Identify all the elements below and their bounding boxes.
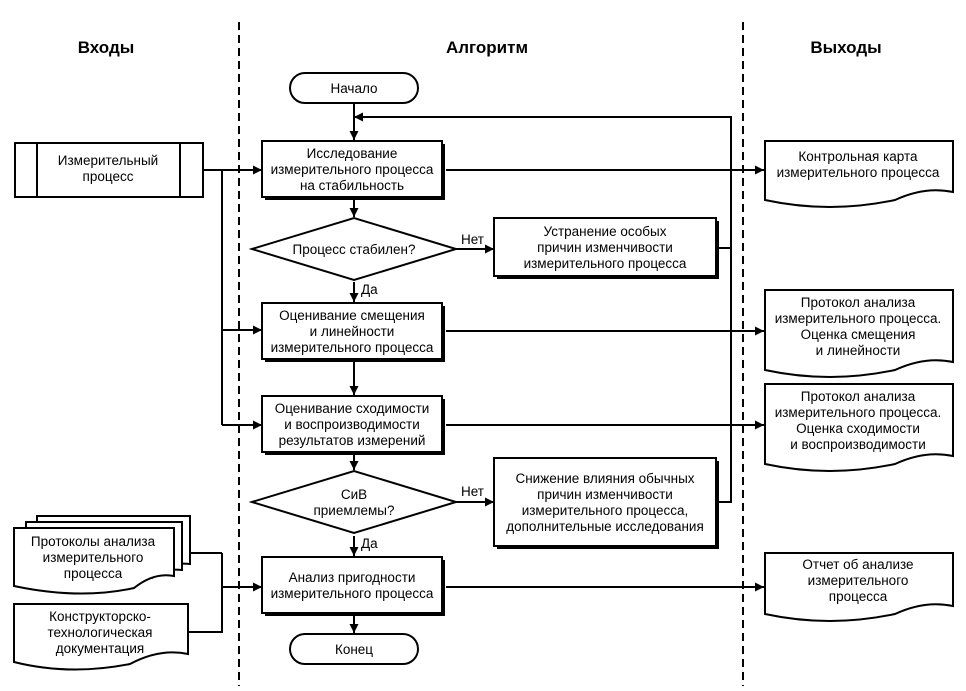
label-line: причин изменчивости	[537, 240, 673, 255]
label-line: Протокол анализа	[801, 295, 916, 310]
decision1-no-label: Нет	[461, 232, 484, 247]
label-line: измерительного процесса	[777, 165, 940, 180]
start-label: Начало	[330, 81, 377, 96]
column-header-outputs: Выходы	[810, 38, 881, 57]
label-line: документация	[56, 641, 144, 656]
label-line: Устранение особых	[544, 224, 667, 239]
arrow-feedback-loop	[354, 112, 732, 503]
column-header-algorithm: Алгоритм	[446, 38, 528, 57]
label-line: Оценка смещения	[801, 327, 916, 342]
decision-process-stable-label: Процесс стабилен?	[293, 242, 416, 257]
decision1-yes-label: Да	[361, 282, 378, 297]
label-line: измерительного	[43, 550, 144, 565]
line-docs-out	[188, 553, 223, 633]
label-line: Анализ пригодности	[289, 570, 416, 585]
label-line: и воспроизводимости	[284, 417, 420, 432]
label-line: Оценивание сходимости	[275, 401, 430, 416]
decision2-no-label: Нет	[461, 484, 484, 499]
label-line: измерительного процесса	[271, 162, 434, 177]
connectors	[186, 104, 764, 633]
decision2-yes-label: Да	[361, 536, 378, 551]
label-line: измерительного процесса.	[775, 311, 942, 326]
label-line: Контрольная карта	[798, 149, 918, 164]
column-header-inputs: Входы	[78, 38, 135, 57]
label-line: результатов измерений	[279, 433, 426, 448]
label-line: измерительного процесса	[524, 256, 687, 271]
label-line: измерительного процесса	[271, 586, 434, 601]
label-line: Процесс стабилен?	[293, 242, 416, 257]
end-label: Конец	[335, 642, 373, 657]
end-terminator: Конец	[289, 633, 419, 665]
start-terminator: Начало	[289, 72, 419, 104]
label-line: процесс	[83, 169, 134, 184]
label-line: Измерительный	[58, 153, 158, 168]
label-line: СиВ	[341, 487, 367, 502]
label-line: и воспроизводимости	[790, 437, 926, 452]
decision-process-stable: Процесс стабилен?	[248, 216, 460, 282]
label-line: Протоколы анализа	[31, 534, 156, 549]
label-line: и линейности	[816, 343, 901, 358]
label-line: причин изменчивости	[537, 487, 673, 502]
label-line: технологическая	[48, 625, 153, 640]
label-line: Оценка сходимости	[796, 421, 920, 436]
label-line: процесса	[829, 589, 888, 604]
label-line: измерительного процесса,	[522, 503, 689, 518]
label-line: измерительного процесса.	[775, 405, 942, 420]
label-line: Протокол анализа	[801, 389, 916, 404]
label-line: приемлемы?	[313, 503, 394, 518]
label-line: и линейности	[310, 324, 395, 339]
label-line: дополнительные исследования	[506, 519, 704, 534]
label-line: измерительного процесса	[271, 340, 434, 355]
label-line: Отчет об анализе	[802, 557, 913, 572]
label-line: Исследование	[307, 146, 398, 161]
label-line: процесса	[64, 566, 123, 581]
label-line: измерительного	[808, 573, 909, 588]
label-line: Конструкторско-	[49, 609, 151, 624]
label-line: Оценивание смещения	[279, 308, 425, 323]
label-line: на стабильность	[300, 178, 404, 193]
label-line: Снижение влияния обычных	[515, 471, 694, 486]
